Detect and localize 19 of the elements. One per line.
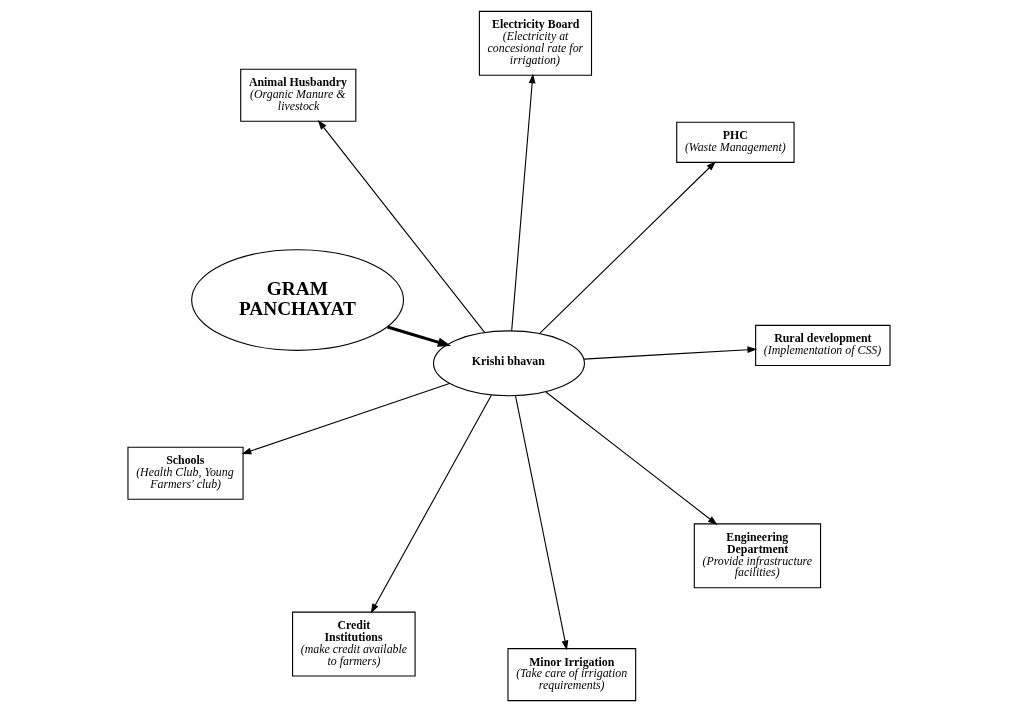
node-box: Engineering Department (Provide infrastructure facilities) <box>693 523 822 589</box>
node-box: Credit Institutions (make credit available to farmers) <box>292 611 416 677</box>
arrow <box>370 394 492 614</box>
node-box: Electricity Board (Electricity at concesional rate for irrigation) <box>478 10 593 76</box>
node-ellipse: Krishi bhavan <box>432 330 585 397</box>
arrow <box>538 161 716 335</box>
node-box: Schools (Health Club, Young Farmers' club) <box>127 446 244 500</box>
arrow <box>545 391 718 525</box>
node-box: PHC (Waste Management) <box>676 121 795 163</box>
node-box: Minor Irrigation (Take care of irrigation requirements) <box>507 648 637 702</box>
node-ellipse: GRAM PANCHAYAT <box>191 249 405 351</box>
arrow <box>511 73 536 332</box>
node-box: Rural development (Implementation of CSS) <box>755 324 891 367</box>
arrow <box>241 383 450 455</box>
node-box: Animal Husbandry (Organic Manure & livestock <box>240 68 357 122</box>
arrow <box>387 325 452 347</box>
arrow <box>514 395 569 651</box>
arrow <box>583 346 758 360</box>
arrow <box>317 120 486 333</box>
